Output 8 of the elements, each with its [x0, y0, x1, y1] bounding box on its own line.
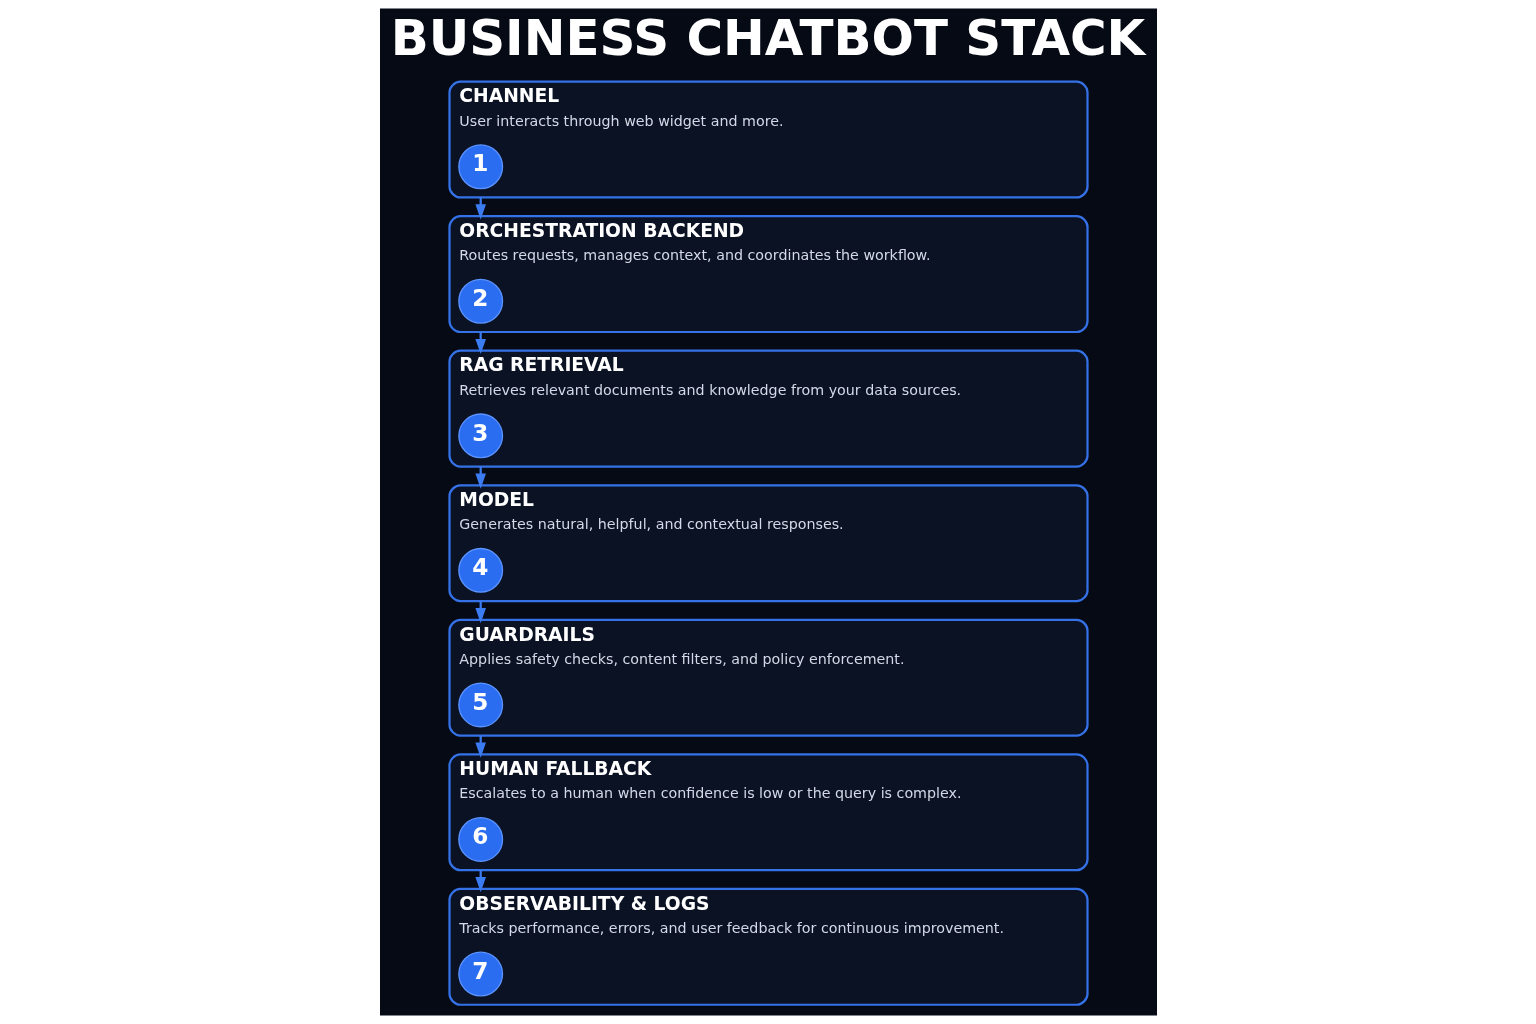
node-circle: 3 — [457, 413, 503, 459]
node-circle: 4 — [457, 547, 503, 593]
node-circle: 6 — [457, 816, 503, 862]
diagram-title: BUSINESS CHATBOT STACK — [390, 8, 1145, 67]
node-circle: 5 — [457, 682, 503, 728]
node-circle: 7 — [457, 951, 503, 997]
node-circle: 1 — [457, 144, 503, 190]
node-circle: 2 — [457, 278, 503, 324]
